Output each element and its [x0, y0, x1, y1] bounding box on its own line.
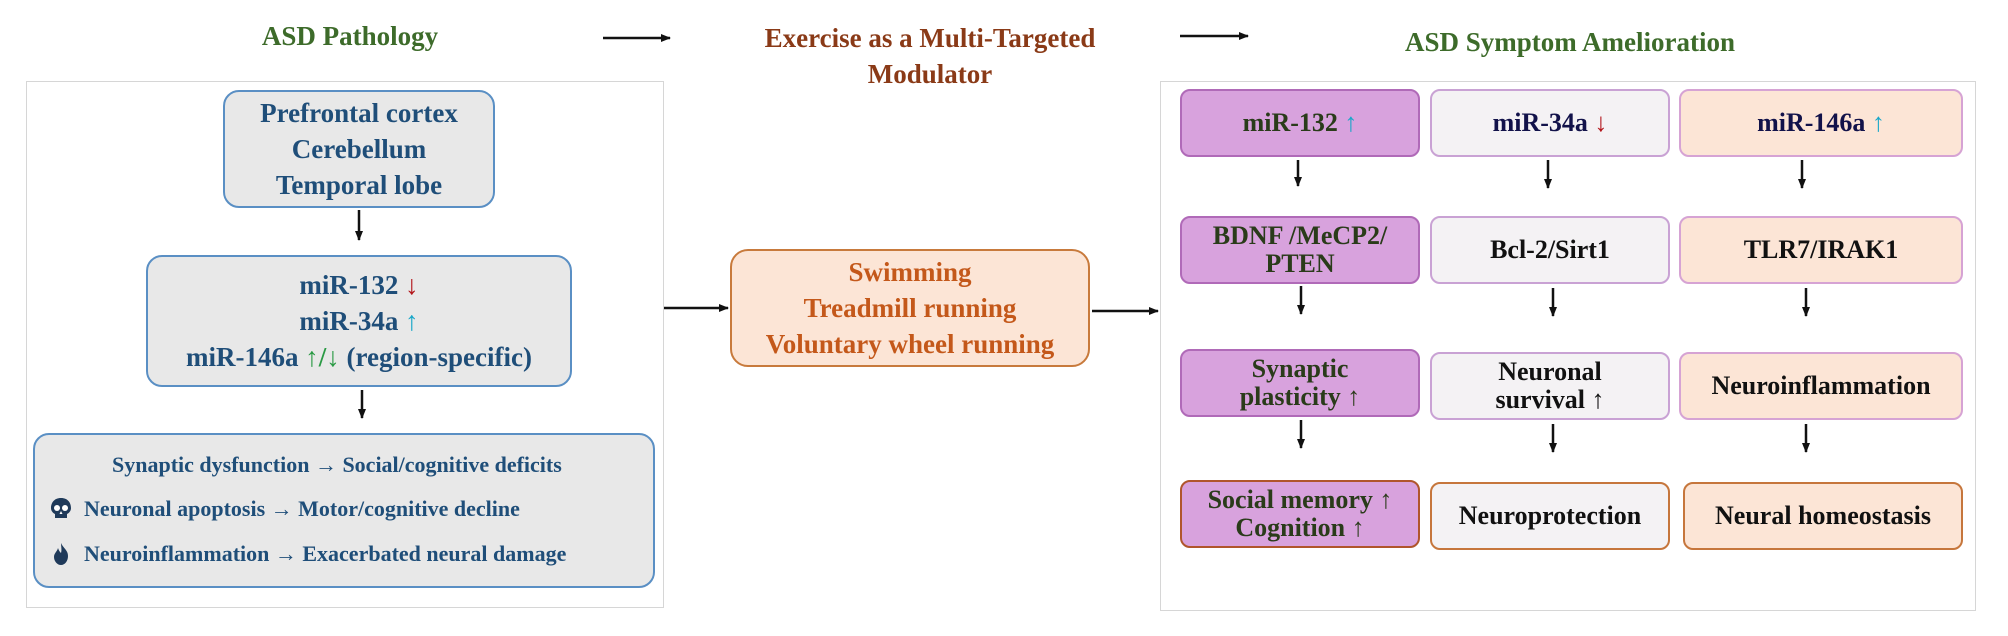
brain-regions-box: Prefrontal cortex Cerebellum Temporal lo…: [223, 90, 495, 208]
heading-exercise-line1: Exercise as a Multi-Targeted: [764, 23, 1096, 53]
mirna-146a-up-box: miR-146a ↑: [1679, 89, 1963, 157]
effect-inflammation-text: Neuroinflammation → Exacerbated neural d…: [84, 541, 567, 566]
mirna-132-up-box: miR-132 ↑: [1180, 89, 1420, 157]
effect-plasticity-line1: Synaptic: [1251, 354, 1349, 383]
mirna-132-label: miR-132: [299, 270, 399, 300]
target-tlr7-text: TLR7/IRAK1: [1743, 235, 1899, 264]
mirna-34a-down-box: miR-34a ↓: [1430, 89, 1670, 157]
region-cerebellum: Cerebellum: [291, 134, 427, 164]
target-bcl2-box: Bcl-2/Sirt1: [1430, 216, 1670, 284]
exercise-swimming: Swimming: [848, 257, 972, 287]
effect-apoptosis: Neuronal apoptosis → Motor/cognitive dec…: [48, 496, 520, 522]
outcome-neuroprotection-text: Neuroprotection: [1458, 501, 1642, 530]
mirna-132-row: miR-132 ↓: [299, 267, 418, 303]
outcome-social-memory-line2: Cognition ↑: [1235, 513, 1365, 542]
down-arrow-icon: ↓: [1594, 108, 1608, 137]
mirna-146a-label: miR-146a: [1757, 108, 1866, 137]
effect-survival-line1: Neuronal: [1498, 357, 1602, 386]
region-prefrontal: Prefrontal cortex: [260, 98, 458, 128]
skull-icon: [48, 496, 74, 522]
heading-asd-pathology: ASD Pathology: [261, 21, 439, 51]
arrow-separator: /: [318, 342, 327, 372]
mirna-132-label: miR-132: [1242, 108, 1338, 137]
effect-apoptosis-text: Neuronal apoptosis → Motor/cognitive dec…: [84, 496, 520, 521]
outcome-social-memory-line1: Social memory ↑: [1207, 485, 1393, 514]
target-bdnf-line2: PTEN: [1265, 249, 1335, 278]
exercise-wheel: Voluntary wheel running: [765, 329, 1055, 359]
target-bcl2-text: Bcl-2/Sirt1: [1490, 235, 1610, 264]
down-arrow-icon: ↓: [326, 342, 340, 372]
effect-plasticity-line2: plasticity ↑: [1239, 382, 1361, 411]
effect-synaptic-text: Synaptic dysfunction → Social/cognitive …: [112, 452, 562, 477]
up-arrow-icon: ↑: [405, 306, 419, 336]
pathology-effects-box: [33, 433, 655, 588]
outcome-social-memory-box: Social memory ↑ Cognition ↑: [1180, 480, 1420, 548]
effect-inflammation: Neuroinflammation → Exacerbated neural d…: [48, 541, 566, 567]
heading-symptom-amelioration: ASD Symptom Amelioration: [1405, 27, 1735, 57]
target-bdnf-box: BDNF /MeCP2/ PTEN: [1180, 216, 1420, 284]
heading-exercise: Exercise as a Multi-Targeted Modulator: [680, 20, 1180, 92]
up-arrow-icon: ↑: [305, 342, 319, 372]
mirna-146a-row: miR-146a ↑/↓ (region-specific): [186, 339, 532, 375]
up-arrow-icon: ↑: [1344, 108, 1358, 137]
down-arrow-icon: ↓: [405, 270, 419, 300]
exercise-treadmill: Treadmill running: [803, 293, 1017, 323]
target-bdnf-line1: BDNF /MeCP2/: [1212, 221, 1388, 250]
mirna-146a-label: miR-146a: [186, 342, 299, 372]
outcome-homeostasis-text: Neural homeostasis: [1715, 501, 1931, 530]
heading-exercise-line2: Modulator: [867, 59, 993, 89]
up-arrow-icon: ↑: [1871, 108, 1885, 137]
mirna-34a-label: miR-34a: [299, 306, 399, 336]
mirna-34a-row: miR-34a ↑: [299, 303, 418, 339]
flame-icon: [48, 541, 74, 567]
effect-synaptic: Synaptic dysfunction → Social/cognitive …: [78, 452, 562, 478]
region-temporal: Temporal lobe: [275, 170, 443, 200]
effect-survival-line2: survival ↑: [1495, 385, 1605, 414]
target-tlr7-box: TLR7/IRAK1: [1679, 216, 1963, 284]
mirna-34a-label: miR-34a: [1492, 108, 1588, 137]
effect-neuronal-survival-box: Neuronal survival ↑: [1430, 352, 1670, 420]
mirna-dysregulation-box: miR-132 ↓ miR-34a ↑ miR-146a ↑/↓ (region…: [146, 255, 572, 387]
effect-synaptic-plasticity-box: Synaptic plasticity ↑: [1180, 349, 1420, 417]
effect-neuroinflammation-text: Neuroinflammation: [1711, 371, 1931, 400]
outcome-neuroprotection-box: Neuroprotection: [1430, 482, 1670, 550]
effect-neuroinflammation-box: Neuroinflammation: [1679, 352, 1963, 420]
exercise-box: Swimming Treadmill running Voluntary whe…: [730, 249, 1090, 367]
region-specific-note: (region-specific): [346, 342, 532, 372]
outcome-homeostasis-box: Neural homeostasis: [1683, 482, 1963, 550]
